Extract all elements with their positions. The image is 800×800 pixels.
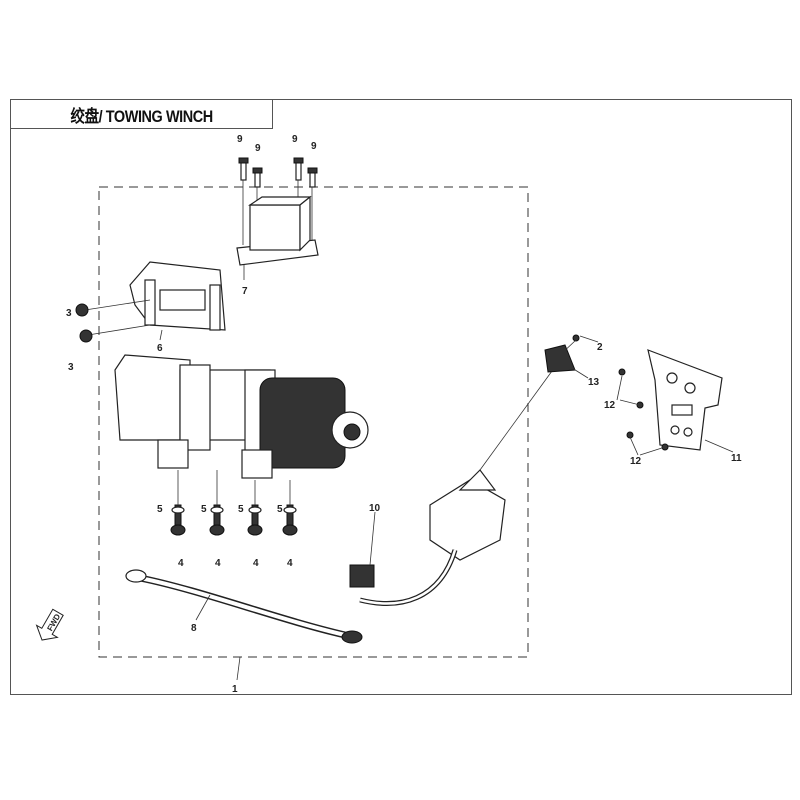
callout-4: 4 (178, 558, 184, 569)
callout-3: 3 (66, 308, 72, 319)
callout-5: 5 (277, 504, 283, 515)
page-title: 绞盘/ TOWING WINCH (70, 106, 213, 126)
remote-bracket-13 (544, 334, 580, 373)
diagram-frame (10, 99, 792, 695)
remote-control-10 (349, 359, 561, 606)
callout-8: 8 (191, 623, 197, 634)
forward-direction-arrow: FWD (35, 608, 64, 641)
leader-lines (159, 265, 734, 681)
callout-9: 9 (292, 134, 298, 145)
callout-5: 5 (238, 504, 244, 515)
callout-9: 9 (311, 141, 317, 152)
callout-12: 12 (630, 456, 642, 467)
callout-4: 4 (253, 558, 259, 569)
mounting-plate-11 (618, 349, 723, 451)
bolt-4-washer-5-group (170, 470, 298, 536)
callout-9: 9 (237, 134, 243, 145)
title-box: 绞盘/ TOWING WINCH (10, 99, 273, 129)
callout-2: 2 (597, 342, 603, 353)
roller-fairlead-6 (75, 261, 226, 343)
callout-6: 6 (157, 343, 163, 354)
callout-11: 11 (731, 453, 742, 464)
callout-13: 13 (588, 377, 600, 388)
callout-5: 5 (157, 504, 163, 515)
callout-9: 9 (255, 143, 261, 154)
callout-3: 3 (68, 362, 74, 373)
callout-5: 5 (201, 504, 207, 515)
callout-4: 4 (215, 558, 221, 569)
callout-7: 7 (242, 286, 248, 297)
callout-4: 4 (287, 558, 293, 569)
callout-12: 12 (604, 400, 616, 411)
callout-10: 10 (369, 503, 381, 514)
callout-labels: 9 9 9 9 7 3 3 6 2 13 12 12 11 10 5 5 5 5… (66, 134, 742, 695)
battery-cable-8 (125, 569, 363, 644)
winch-motor-assembly (114, 354, 369, 479)
callout-1: 1 (232, 684, 238, 695)
contactor-7 (236, 195, 319, 266)
